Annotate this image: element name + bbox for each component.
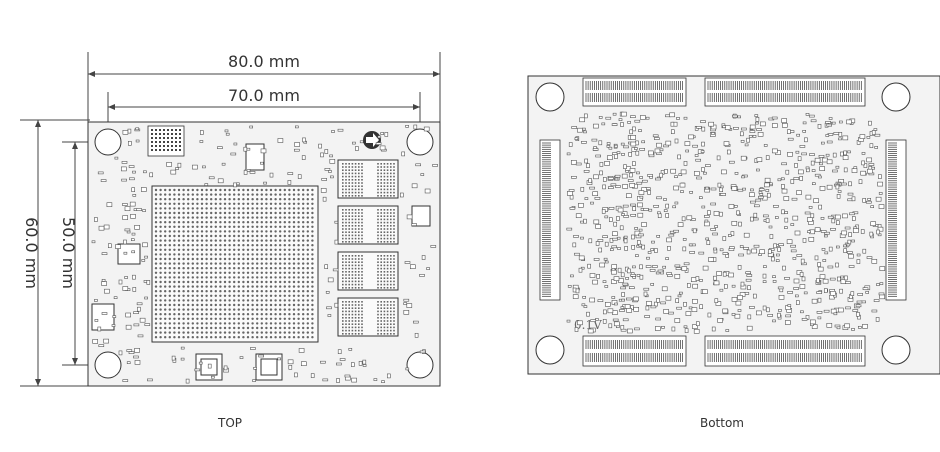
dimension-arrows bbox=[35, 71, 440, 386]
height-outer-label: 60.0 mm bbox=[22, 217, 41, 289]
bottom-caption: Bottom bbox=[700, 416, 744, 430]
top-left-block bbox=[147, 125, 185, 157]
width-inner-label: 70.0 mm bbox=[228, 86, 300, 105]
height-inner-label: 50.0 mm bbox=[59, 217, 78, 289]
top-caption: TOP bbox=[217, 416, 242, 430]
orientation-arrow-icon bbox=[363, 131, 381, 149]
dimension-lines bbox=[20, 52, 441, 387]
bottom-board: 0.1V bbox=[527, 75, 940, 375]
width-outer-label: 80.0 mm bbox=[228, 52, 300, 71]
bottom-mounting-holes bbox=[535, 82, 911, 365]
top-board bbox=[87, 121, 441, 387]
mounting-holes bbox=[94, 128, 434, 379]
fpga-bga bbox=[151, 185, 319, 343]
